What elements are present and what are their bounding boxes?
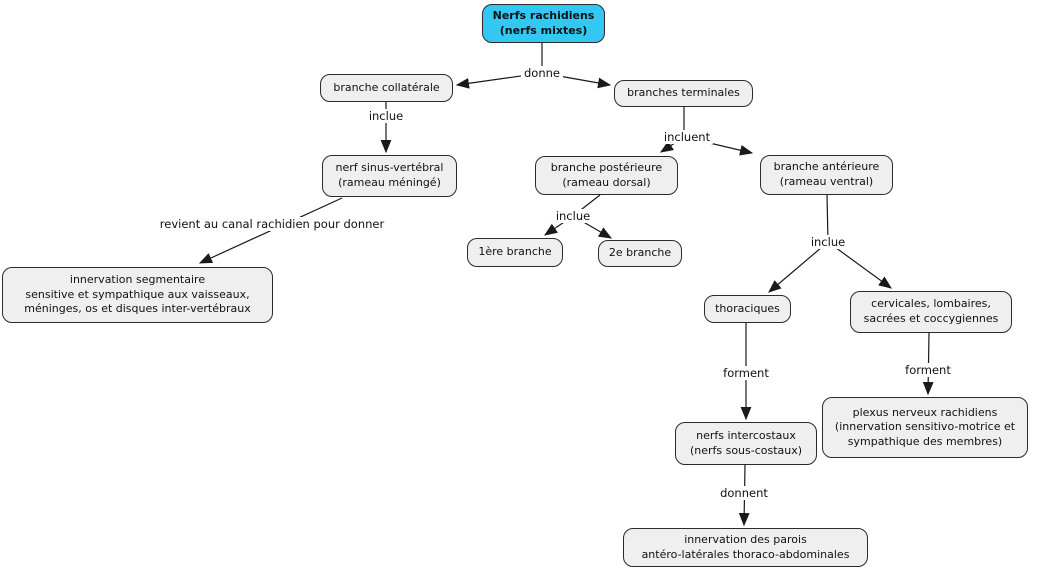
node-branche-anterieure[interactable]: branche antérieure (rameau ventral)	[760, 155, 893, 195]
node-nerfs-rachidiens[interactable]: Nerfs rachidiens (nerfs mixtes)	[482, 4, 605, 43]
node-innervation-segmentaire[interactable]: innervation segmentaire sensitive et sym…	[2, 267, 273, 323]
link-label-incluent[interactable]: incluent	[660, 130, 714, 144]
node-innervation-parois[interactable]: innervation des parois antéro-latérales …	[623, 528, 868, 567]
node-branches-terminales[interactable]: branches terminales	[614, 80, 753, 107]
connector-inclue-thoraciques	[768, 241, 829, 293]
node-nerf-sinus-vertebral[interactable]: nerf sinus-vertébral (rameau méningé)	[322, 155, 457, 197]
link-label-inclue-anterieure[interactable]: inclue	[807, 235, 849, 249]
connector-anterieure-inclue	[826, 194, 829, 243]
node-plexus-nerveux[interactable]: plexus nerveux rachidiens (innervation s…	[822, 397, 1028, 458]
node-1ere-branche[interactable]: 1ère branche	[467, 238, 563, 267]
node-branche-collaterale[interactable]: branche collatérale	[320, 74, 453, 102]
node-thoraciques[interactable]: thoraciques	[704, 295, 791, 323]
link-label-donne[interactable]: donne	[521, 66, 563, 80]
connector-inclue-cervicales	[827, 241, 892, 289]
node-nerfs-intercostaux[interactable]: nerfs intercostaux (nerfs sous-costaux)	[675, 422, 817, 465]
link-label-donnent[interactable]: donnent	[717, 486, 771, 500]
link-label-revient[interactable]: revient au canal rachidien pour donner	[156, 217, 388, 231]
node-cervicales-lombaires[interactable]: cervicales, lombaires, sacrées et coccyg…	[850, 291, 1012, 333]
link-label-forment-cervicales[interactable]: forment	[902, 363, 954, 377]
link-label-inclue-collaterale[interactable]: inclue	[365, 109, 407, 123]
link-label-inclue-posterieure[interactable]: inclue	[552, 209, 594, 223]
node-branche-posterieure[interactable]: branche postérieure (rameau dorsal)	[535, 156, 678, 195]
node-2e-branche[interactable]: 2e branche	[598, 240, 682, 267]
link-label-forment-thoraciques[interactable]: forment	[720, 366, 772, 380]
